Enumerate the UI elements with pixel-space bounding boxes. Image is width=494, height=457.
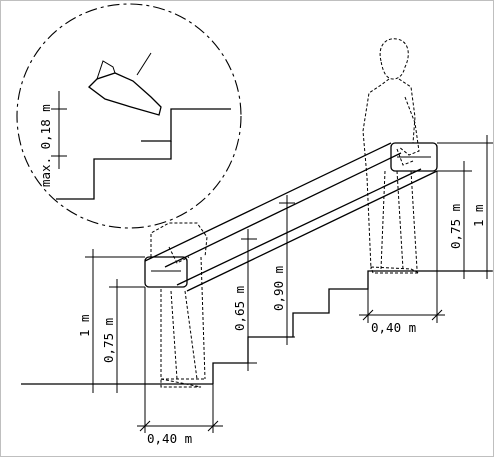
label-bottom-040: 0,40 m <box>147 431 192 446</box>
label-top-040: 0,40 m <box>371 320 416 335</box>
handrail <box>144 142 438 292</box>
upper-figure <box>362 38 420 274</box>
horizontal-dimensions <box>137 171 445 433</box>
right-dimensions <box>437 135 493 279</box>
lower-figure <box>150 222 208 388</box>
detail-lower-step <box>56 141 172 200</box>
handrail-lower-end <box>144 256 188 288</box>
label-left-075: 0,75 m <box>101 318 116 363</box>
shoe-icon <box>88 72 162 116</box>
label-mid-065: 0,65 m <box>232 286 247 331</box>
label-step-max: max. 0,18 m <box>38 104 53 187</box>
stair-steps <box>212 270 492 384</box>
detail-upper-step <box>141 108 231 142</box>
label-right-1m: 1 m <box>471 204 486 227</box>
label-mid-090: 0,90 m <box>271 266 286 311</box>
label-left-1m: 1 m <box>77 314 92 337</box>
detail-circle <box>16 3 242 229</box>
left-dimensions <box>85 249 145 393</box>
label-right-075: 0,75 m <box>448 204 463 249</box>
middle-dimensions <box>241 195 295 371</box>
handrail-upper-end <box>390 142 438 172</box>
